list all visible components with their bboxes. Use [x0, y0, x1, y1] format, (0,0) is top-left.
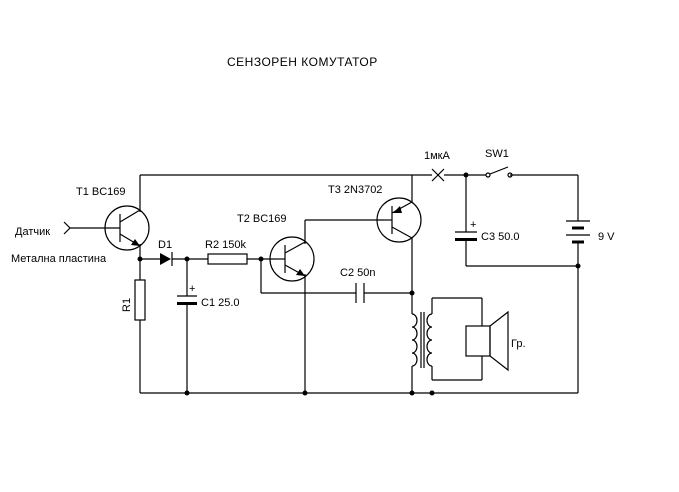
battery-9v: [566, 220, 590, 244]
transformer: [411, 312, 433, 368]
t2-label: T2 BC169: [237, 213, 287, 225]
transistor-t3: [376, 197, 422, 243]
c3-plus-sign: +: [470, 219, 476, 231]
diode-d1: [160, 252, 173, 266]
sw1-label: SW1: [485, 148, 509, 160]
switch-sw1: [485, 166, 513, 178]
diagram-title: СЕНЗОРЕН КОМУТАТОР: [227, 55, 378, 69]
t1-label: T1 BC169: [76, 186, 126, 198]
sensor-label: Датчик: [15, 226, 50, 238]
r2-label: R2 150k: [205, 239, 246, 251]
c1-label: C1 25.0: [201, 297, 240, 309]
resistor-r1: [134, 279, 146, 321]
c1-plus-sign: +: [189, 283, 195, 295]
speaker-label: Гр.: [511, 338, 526, 350]
r1-label: R1: [121, 298, 133, 312]
c2-label: C2 50n: [340, 267, 375, 279]
d1-label: D1: [158, 239, 172, 251]
c3-label: C3 50.0: [481, 231, 520, 243]
plate-label: Метална пластина: [11, 253, 107, 265]
speaker: [465, 310, 509, 372]
capacitor-c3: [455, 231, 477, 241]
capacitor-c2: [355, 283, 365, 303]
junction-dots: [137, 172, 581, 396]
battery-label: 9 V: [598, 231, 615, 243]
wires: [139, 174, 579, 394]
microammeter: [431, 168, 445, 182]
transistor-t1: [63, 205, 150, 251]
transistor-t2: [269, 236, 315, 282]
meter-label: 1мкА: [424, 150, 450, 162]
resistor-r2: [207, 253, 248, 265]
capacitor-c1: [177, 295, 197, 305]
t3-label: T3 2N3702: [328, 184, 382, 196]
